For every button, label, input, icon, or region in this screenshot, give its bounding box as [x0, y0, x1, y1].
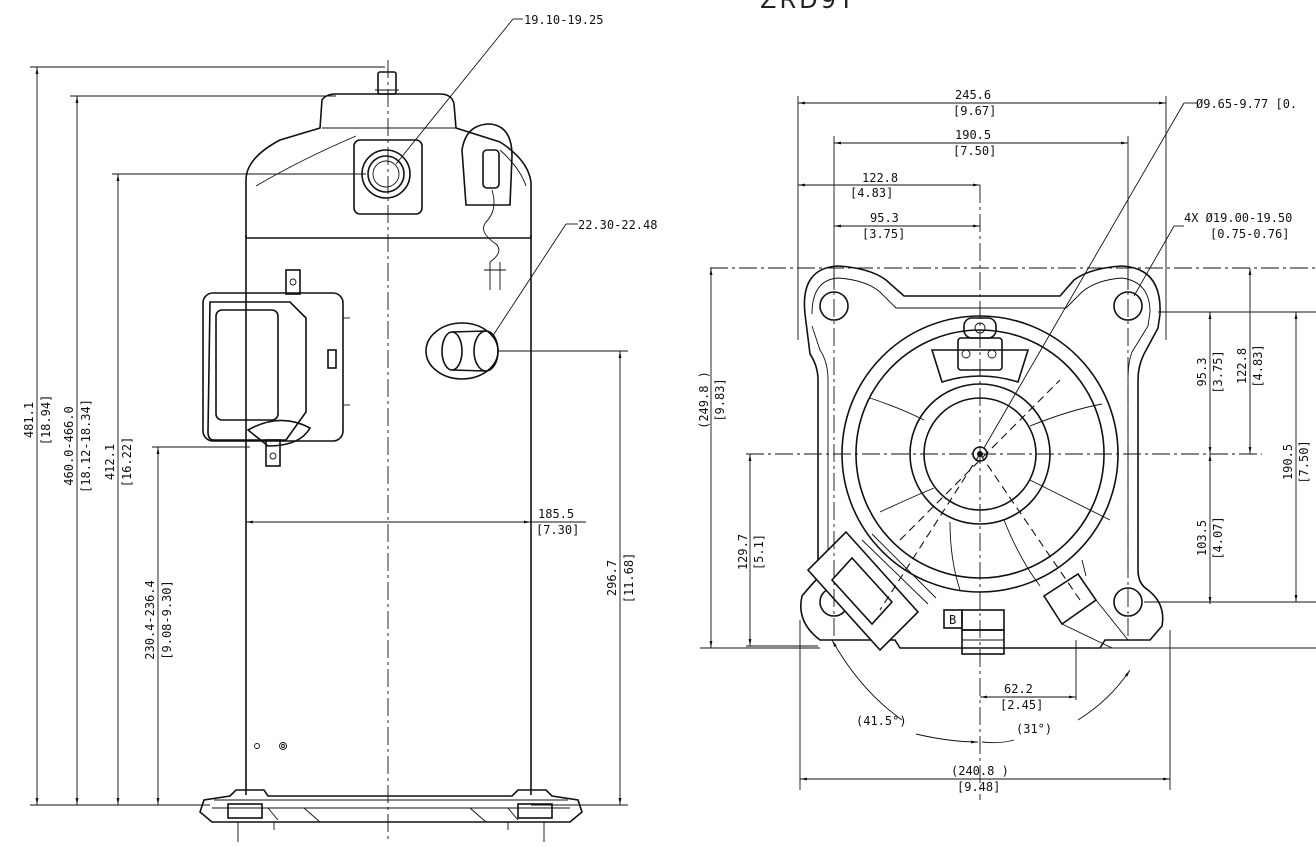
front-offset-in: [4.07] [1211, 516, 1225, 559]
side-fitting-height-in: [11.68] [622, 553, 636, 604]
angle-left: (41.5°) [831, 639, 979, 744]
base-width-in: [9.48] [957, 780, 1000, 794]
angle-right-label: (31°) [1016, 722, 1052, 736]
callout-top-fitting: 19.10-19.25 [395, 13, 603, 165]
overall-height-in: [18.94] [39, 395, 53, 446]
depth-overall-in: [9.83] [713, 378, 727, 421]
shell-height-in: [18.12-18.34] [79, 399, 93, 493]
dim-depth-overall: (249.8 ) [9.83] [697, 268, 820, 649]
compressor-base [199, 742, 583, 842]
terminal-height-mm: 230.4-236.4 [143, 580, 157, 659]
side-fitting-offset-mm: 185.5 [538, 507, 574, 521]
top-side-fitting [1042, 559, 1129, 649]
side-fitting-offset-in: [7.30] [536, 523, 579, 537]
center-hole-diameter: Ø9.65-9.77 [0. [1196, 97, 1297, 111]
terminal-height-in: [9.08-9.30] [160, 580, 174, 659]
callout-mount-holes: 4X Ø19.00-19.50 [0.75-0.76] [1133, 211, 1292, 297]
hole-spacing-in: [7.50] [1297, 440, 1311, 483]
dim-hole-offset-95: 95.3 [3.75] [1195, 312, 1225, 454]
half-width-holes-mm: 95.3 [870, 211, 899, 225]
side-fitting-height-mm: 296.7 [605, 560, 619, 596]
drawing-title: ZRD9T [760, 0, 857, 14]
dim-hole-offset-122: 122.8 [4.83] [1235, 268, 1265, 454]
dim-front-offset: 103.5 [4.07] [1195, 454, 1225, 604]
dim-side-fitting-height: 296.7 [11.68] [605, 351, 636, 805]
dim-width-overall: 245.6 [9.67] [798, 88, 1166, 118]
shell-height-mm: 460.0-466.0 [62, 406, 76, 485]
compressor-shell [245, 71, 532, 795]
dim-half-width-holes: 95.3 [3.75] [834, 211, 980, 241]
side-extension-lines [30, 66, 628, 806]
width-overall-in: [9.67] [953, 104, 996, 118]
top-extension-lines [710, 96, 1171, 790]
width-overall-mm: 245.6 [955, 88, 991, 102]
depth-overall-mm: (249.8 ) [697, 371, 711, 429]
callout-side-fitting: 22.30-22.48 [491, 218, 657, 338]
half-width-overall-in: [4.83] [850, 186, 893, 200]
dim-half-width-overall: 122.8 [4.83] [798, 171, 980, 200]
marker-b: B [949, 613, 956, 627]
dim-depth-front: 129.7 [5.1] [736, 454, 766, 646]
base-width-mm: (240.8 ) [951, 764, 1009, 778]
fitting-offset-in: [2.45] [1000, 698, 1043, 712]
top-fitting-diameter: 19.10-19.25 [524, 13, 603, 27]
half-width-overall-mm: 122.8 [862, 171, 898, 185]
dim-shell-height: 460.0-466.0 [18.12-18.34] [62, 96, 93, 805]
fitting-offset-mm: 62.2 [1004, 682, 1033, 696]
depth-front-mm: 129.7 [736, 534, 750, 570]
width-holes-in: [7.50] [953, 144, 996, 158]
top-view: B [697, 88, 1316, 800]
hole-offset-122-mm: 122.8 [1235, 348, 1249, 384]
base-plate [800, 265, 1164, 649]
dim-hole-spacing: 190.5 [7.50] [1281, 312, 1311, 602]
hole-spacing-mm: 190.5 [1281, 444, 1295, 480]
dim-overall-height: 481.1 [18.94] [22, 67, 53, 805]
mount-holes-diameter-mm: 4X Ø19.00-19.50 [1184, 211, 1292, 225]
angle-left-label: (41.5°) [856, 714, 907, 728]
dim-top-fitting-height: 412.1 [16.22] [103, 174, 134, 805]
mount-holes-diameter-in: [0.75-0.76] [1210, 227, 1289, 241]
top-terminal-box [806, 530, 937, 652]
top-fitting-height-mm: 412.1 [103, 444, 117, 480]
side-view: 481.1 [18.94] 460.0-466.0 [18.12-18.34] … [22, 13, 657, 842]
top-view-centerlines [710, 185, 1316, 800]
side-fitting-diameter: 22.30-22.48 [578, 218, 657, 232]
depth-front-in: [5.1] [752, 534, 766, 570]
hole-offset-95-mm: 95.3 [1195, 358, 1209, 387]
width-holes-mm: 190.5 [955, 128, 991, 142]
dim-fitting-offset: 62.2 [2.45] [980, 682, 1076, 712]
front-offset-mm: 103.5 [1195, 520, 1209, 556]
top-bottom-fitting: B [943, 609, 1005, 655]
hole-offset-95-in: [3.75] [1211, 350, 1225, 393]
dim-width-holes: 190.5 [7.50] [834, 128, 1128, 158]
dim-base-width: (240.8 ) [9.48] [800, 764, 1170, 794]
side-fitting [425, 322, 499, 380]
hole-offset-122-in: [4.83] [1251, 344, 1265, 387]
overall-height-mm: 481.1 [22, 402, 36, 438]
angle-right: (31°) [981, 669, 1131, 744]
terminal-box [202, 269, 350, 467]
top-fitting-height-in: [16.22] [120, 437, 134, 488]
dim-terminal-box-height: 230.4-236.4 [9.08-9.30] [143, 447, 174, 805]
dim-side-fitting-offset: 185.5 [7.30] [246, 507, 586, 537]
half-width-holes-in: [3.75] [862, 227, 905, 241]
callout-center-hole: Ø9.65-9.77 [0. [983, 97, 1297, 449]
